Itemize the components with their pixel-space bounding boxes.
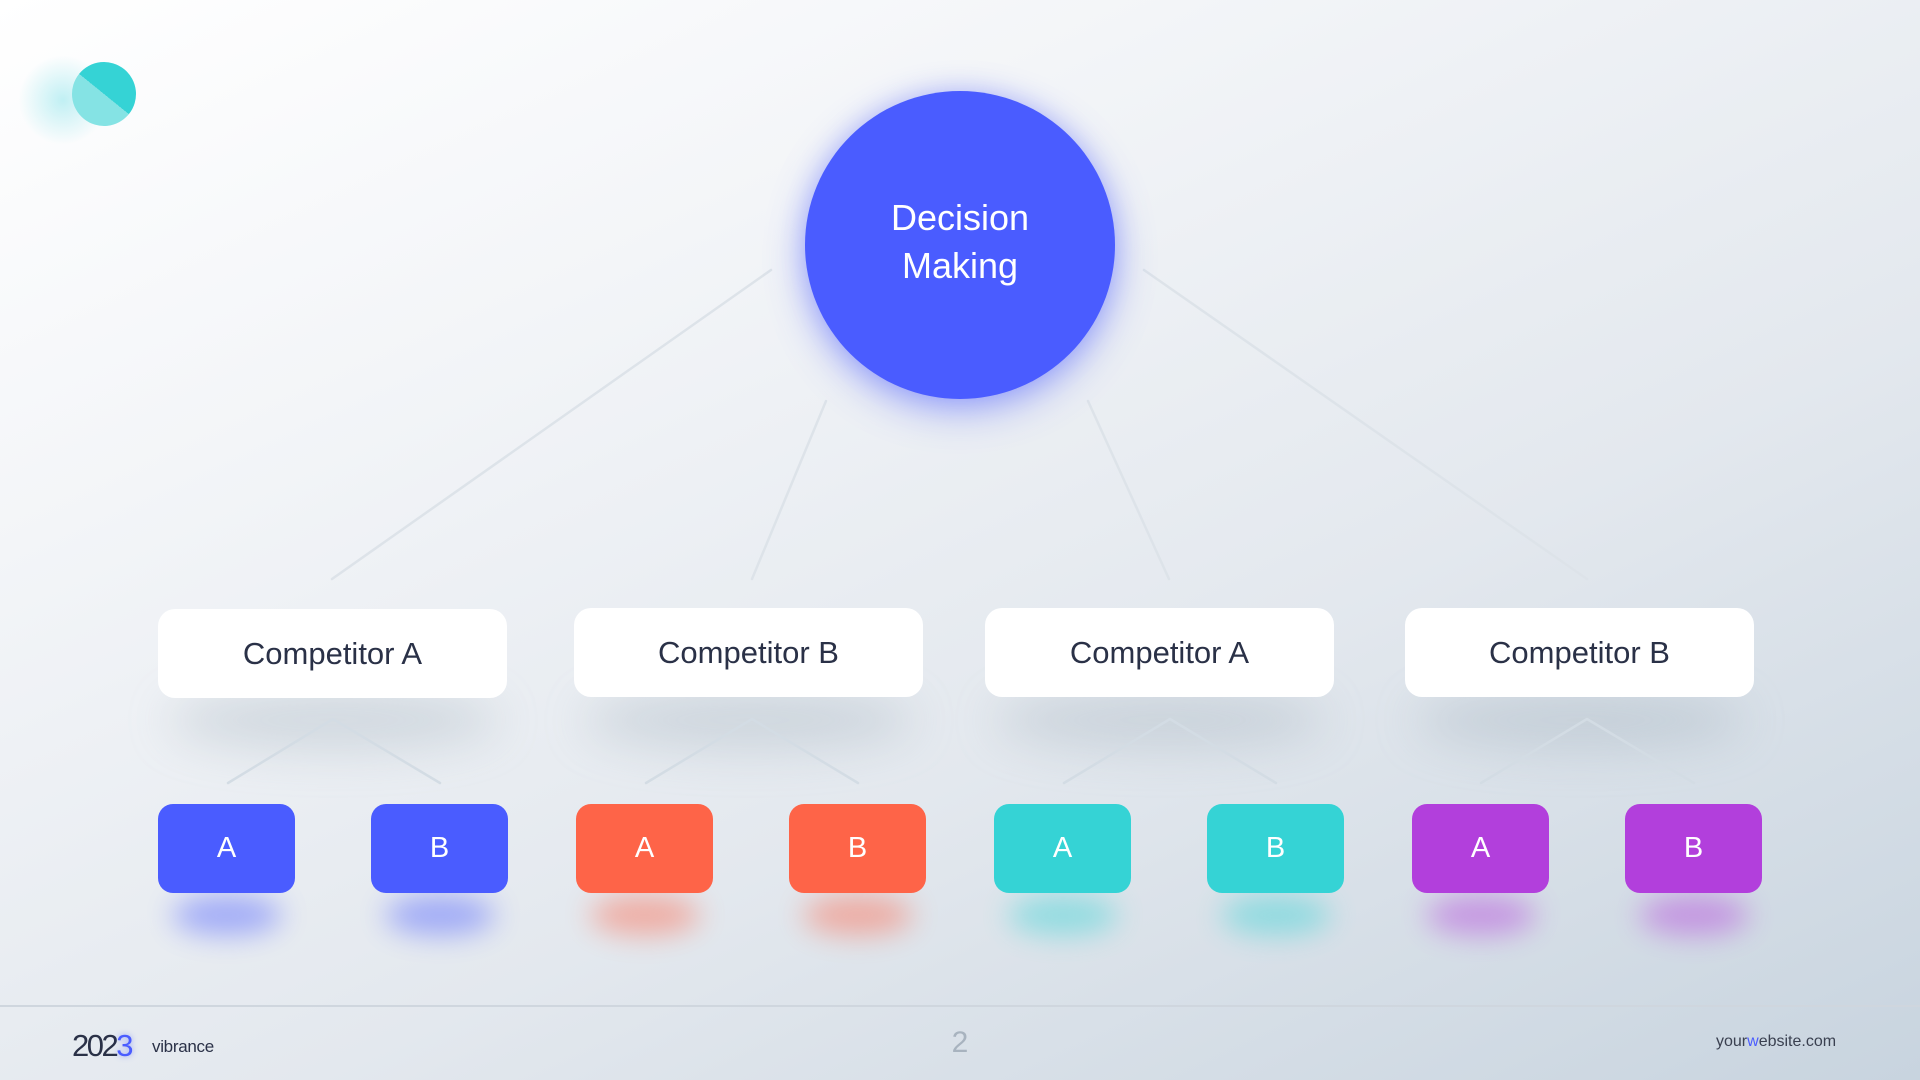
competitor-card-3: Competitor A [985,608,1334,697]
competitor-card-1: Competitor A [158,609,507,698]
website-prefix: your [1716,1033,1748,1050]
card-shadow [584,690,914,750]
card-shadow [995,690,1325,750]
card-shadow [168,690,498,750]
competitor-card-2: Competitor B [574,608,923,697]
leaf-box-4a: A [1412,804,1549,893]
leaf-label: A [1470,832,1491,864]
competitor-card-4: Competitor B [1405,608,1754,697]
competitor-label: Competitor A [1069,634,1250,670]
leaf-glow [1639,895,1749,935]
hub-label-line2: Making [901,245,1019,286]
leaf-box-3b: B [1207,804,1344,893]
website-suffix: ebsite.com [1758,1033,1837,1050]
leaf-glow [1426,895,1536,935]
leaf-box-4b: B [1625,804,1762,893]
leaf-glow [1008,895,1118,935]
footer-website: yourwebsite.com [1716,1033,1836,1051]
hub-label-line1: Decision [890,197,1030,238]
card-shadow [1415,690,1745,750]
footer-brand: vibrance [152,1037,214,1056]
leaf-label: A [1052,832,1073,864]
competitor-label: Competitor B [1489,634,1670,670]
leaf-box-2b: B [789,804,926,893]
leaf-box-1b: B [371,804,508,893]
leaf-box-1a: A [158,804,295,893]
connector-hub-to-card-1 [330,268,773,581]
page-number: 2 [951,1026,969,1059]
leaf-box-2a: A [576,804,713,893]
leaf-label: A [216,832,237,864]
competitor-label: Competitor A [242,635,423,671]
leaf-glow [172,895,282,935]
leaf-glow [385,895,495,935]
connector-hub-to-card-4 [1142,268,1589,581]
connector-hub-to-card-3 [1086,399,1171,581]
leaf-label: A [634,832,655,864]
leaf-glow [803,895,913,935]
leaf-label: B [1683,832,1704,864]
competitor-label: Competitor B [658,634,839,670]
website-highlight: w [1747,1033,1759,1050]
leaf-label: B [1265,832,1286,864]
leaf-label: B [429,832,450,864]
leaf-glow [590,895,700,935]
leaf-glow [1221,895,1331,935]
year-highlight: 3 [116,1028,133,1063]
footer-divider [0,1005,1920,1007]
leaf-label: B [847,832,868,864]
year-prefix: 202 [72,1028,119,1063]
decision-making-node: Decision Making [805,91,1115,399]
leaf-box-3a: A [994,804,1131,893]
footer-year: 2023 [72,1028,133,1064]
connector-hub-to-card-2 [750,399,828,581]
